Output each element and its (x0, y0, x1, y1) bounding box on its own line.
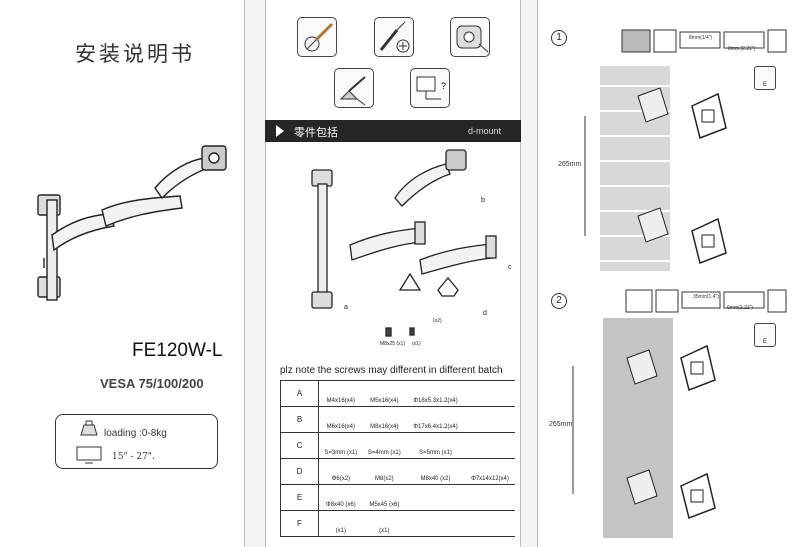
screw-cell: M8x40 (x2) (406, 458, 465, 485)
screw-cell: Φ17x6.4x1.2(x4) (406, 406, 465, 433)
screw-cell: Φ7x14x12(x4) (464, 458, 515, 485)
sheet-gap-left (245, 0, 265, 547)
row-label: A (280, 380, 319, 407)
tool-screwdriver (374, 17, 414, 57)
screw-cell: M5x45 (x6) (362, 484, 407, 511)
level-icon: ? (416, 76, 446, 100)
tape-measure-icon (456, 25, 489, 53)
part-d-quantity: (x2) (433, 318, 442, 324)
tool-tape-measure (450, 17, 490, 57)
drill-icon (304, 22, 334, 52)
screw-cell: M8(x2) (362, 458, 407, 485)
step1-distance: 265mm (558, 161, 582, 168)
screen-size: 15" - 27". (112, 452, 155, 462)
screw-cell: Φ18x5.3x1.2(x4) (406, 380, 465, 407)
load-capacity: loading :0-8kg (104, 428, 167, 439)
drill-bit-icon (339, 76, 366, 106)
spec-box (55, 414, 218, 469)
step2-drill-depth-label: 35mm(1.4") (693, 294, 719, 300)
part-label-d: d (483, 310, 487, 317)
vesa-spec: VESA 75/100/200 (100, 376, 204, 391)
manual-title: 安装说明书 (75, 42, 195, 66)
part-label-a: a (344, 304, 348, 311)
monitor-arm-illustration (37, 145, 227, 301)
drill-depth-label: 8mm(1/4") (689, 35, 713, 41)
screw-badge: E (754, 323, 776, 347)
screw-cell: Φ6(x2) (318, 458, 363, 485)
part-label-b: b (481, 197, 485, 204)
table-row: F(x1)(x1) (280, 510, 515, 537)
screw-cell: S=5mm (x1) (406, 432, 465, 459)
screw-cell: Φ8x40 (x6) (318, 484, 363, 511)
step2-tools-strip (625, 289, 787, 313)
bolt-m8x25-label: M8x25 (x1) (380, 341, 406, 347)
screw-batch-note: plz note the screws may different in dif… (280, 365, 503, 376)
brand-name: d-mount (467, 126, 501, 136)
screw-cell: M8x16(x4) (362, 406, 407, 433)
screw-cell: M4x16(x4) (318, 380, 363, 407)
screw-cell: S=4mm (x1) (362, 432, 407, 459)
step1-tools-strip (621, 29, 787, 53)
step-number: 1 (551, 30, 567, 46)
monitor-icon (76, 446, 102, 464)
row-label: E (280, 484, 319, 511)
tool-level: ? (410, 68, 450, 108)
cover-page (0, 0, 245, 547)
parts-illustration (311, 149, 497, 337)
weight-icon (80, 420, 98, 436)
parts-header: 零件包括 d-mount (265, 120, 521, 142)
screw-cell: M6x16(x4) (318, 406, 363, 433)
part-label-c: c (508, 264, 512, 271)
step2-wall-diagram (572, 318, 716, 538)
step2-drill-diameter-label: 6mm(2.21") (727, 305, 753, 311)
screw-cell: (x1) (318, 510, 363, 537)
step-number: 2 (551, 293, 567, 309)
row-label: F (280, 510, 319, 537)
tool-drill-bit (334, 68, 374, 108)
drill-diameter-label: 8mm (2.21") (728, 46, 756, 52)
bolt-label: (x1) (412, 341, 421, 347)
row-label: B (280, 406, 319, 433)
step2-distance: 265mm (549, 421, 573, 428)
screw-cell: S=3mm (x1) (318, 432, 363, 459)
svg-text:?: ? (441, 81, 446, 91)
screw-cell: (x1) (362, 510, 407, 537)
row-label: C (280, 432, 319, 459)
row-label: D (280, 458, 319, 485)
screw-badge: E (754, 66, 776, 90)
tool-drill (297, 17, 337, 57)
model-number: FE120W-L (132, 340, 223, 361)
arrow-right-icon (276, 125, 284, 137)
screw-cell: M5x16(x4) (362, 380, 407, 407)
screwdriver-icon (379, 21, 410, 53)
parts-heading: 零件包括 (294, 126, 338, 139)
sheet-gap-right (521, 0, 537, 547)
step1-wall-diagram (584, 66, 727, 271)
